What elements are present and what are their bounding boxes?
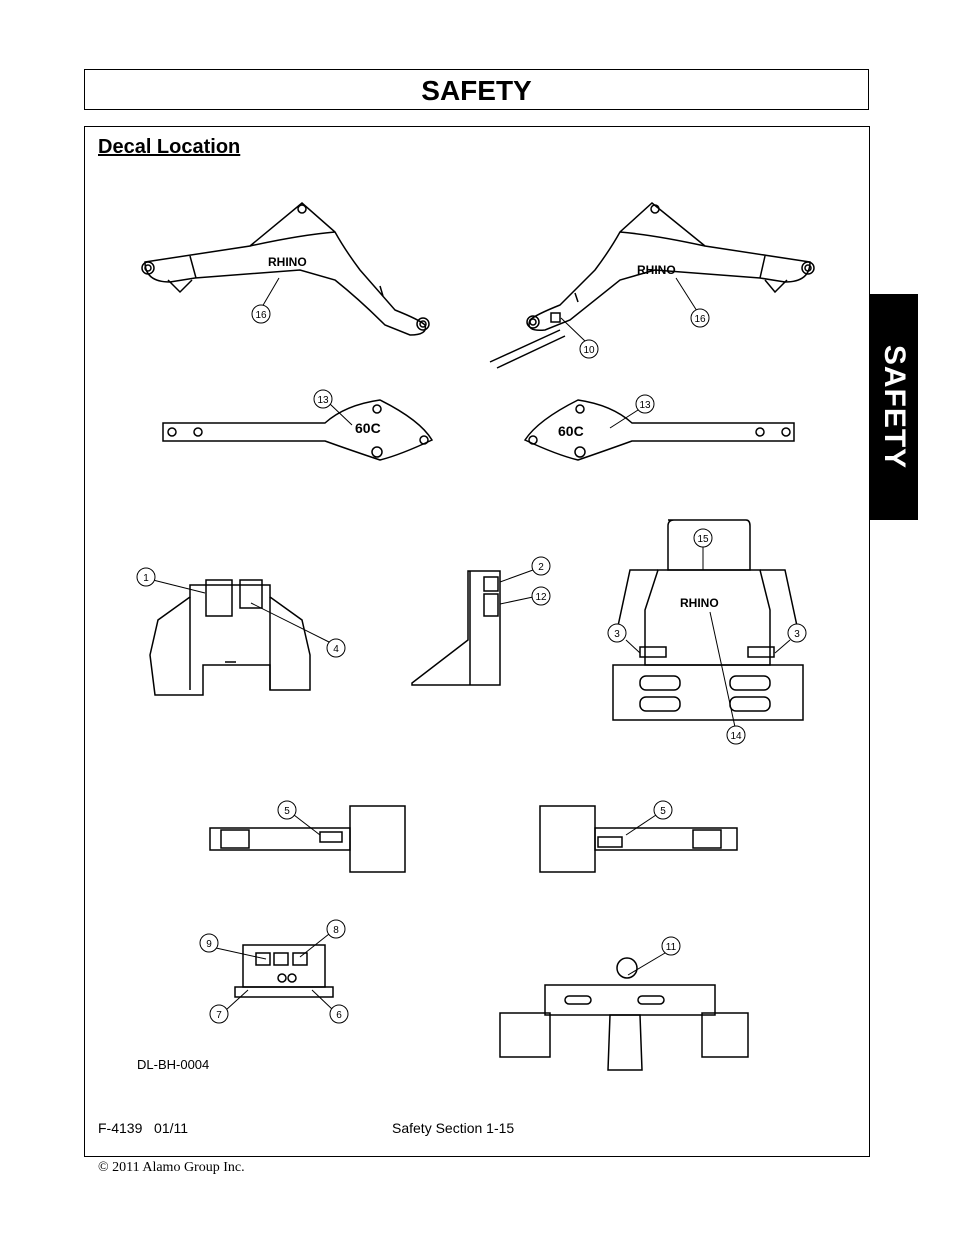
- side-panel-illustration: [411, 570, 501, 686]
- main-frame-illustration: [499, 957, 749, 1071]
- callout-label: 5: [284, 806, 290, 817]
- boom-right-illustration: [489, 202, 815, 369]
- brand-decal-text-left: RHINO: [268, 255, 307, 269]
- callout-label: 11: [666, 942, 677, 953]
- callout-label: 6: [336, 1010, 342, 1021]
- callout-label: 1: [143, 573, 149, 584]
- control-tower-illustration: [612, 519, 804, 721]
- drawing-code: DL-BH-0004: [137, 1057, 210, 1072]
- callout-label: 7: [216, 1010, 222, 1021]
- callout-label: 8: [333, 925, 339, 936]
- callout-label: 4: [333, 644, 339, 655]
- callout-label: 16: [694, 314, 706, 325]
- page-title: SAFETY: [421, 75, 532, 106]
- content-frame: [84, 126, 870, 1157]
- swing-frame-left-illustration: [209, 805, 406, 873]
- model-decal-text-right: 60C: [558, 423, 584, 439]
- callout-label: 3: [614, 629, 620, 640]
- control-block-illustration: [234, 944, 334, 998]
- callout-label: 15: [697, 534, 709, 545]
- model-decal-text-left: 60C: [355, 420, 381, 436]
- callout-label: 2: [538, 562, 544, 573]
- swing-frame-right-illustration: [539, 805, 738, 873]
- brand-decal-text-tower: RHINO: [680, 596, 719, 610]
- callout-label: 3: [794, 629, 800, 640]
- callout-label: 16: [255, 310, 267, 321]
- side-tab: SAFETY: [869, 294, 918, 520]
- boom-left-illustration: [141, 202, 430, 336]
- callout-label: 13: [639, 400, 651, 411]
- callout-label: 9: [206, 939, 212, 950]
- dipper-right-illustration: [523, 399, 795, 461]
- callout-label: 14: [730, 731, 742, 742]
- copyright-notice: © 2011 Alamo Group Inc.: [98, 1160, 245, 1175]
- callout-label: 10: [583, 345, 595, 356]
- leader-lines: [152, 277, 791, 1011]
- seat-frame-illustration: [149, 579, 311, 696]
- callout-label: 13: [317, 395, 329, 406]
- brand-decal-text-right: RHINO: [637, 263, 676, 277]
- page-header: SAFETY: [84, 69, 869, 110]
- callout-label: 12: [535, 592, 547, 603]
- section-title: Decal Location: [98, 136, 241, 158]
- section-page-label: Safety Section 1-15: [392, 1120, 515, 1136]
- document-code: F-4139 01/11: [98, 1120, 189, 1136]
- callout-label: 5: [660, 806, 666, 817]
- dipper-left-illustration: [162, 399, 434, 461]
